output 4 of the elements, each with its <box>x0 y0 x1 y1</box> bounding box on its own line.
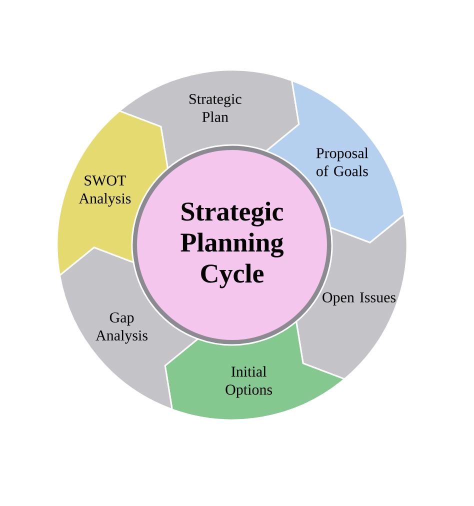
arrow-segment: SWOT Analysis <box>56 110 168 276</box>
arrow-segment: Strategic Plan <box>118 69 300 170</box>
arrow-segment: Open Issues <box>296 214 408 380</box>
arrow-segment: Initial Options <box>164 320 346 421</box>
